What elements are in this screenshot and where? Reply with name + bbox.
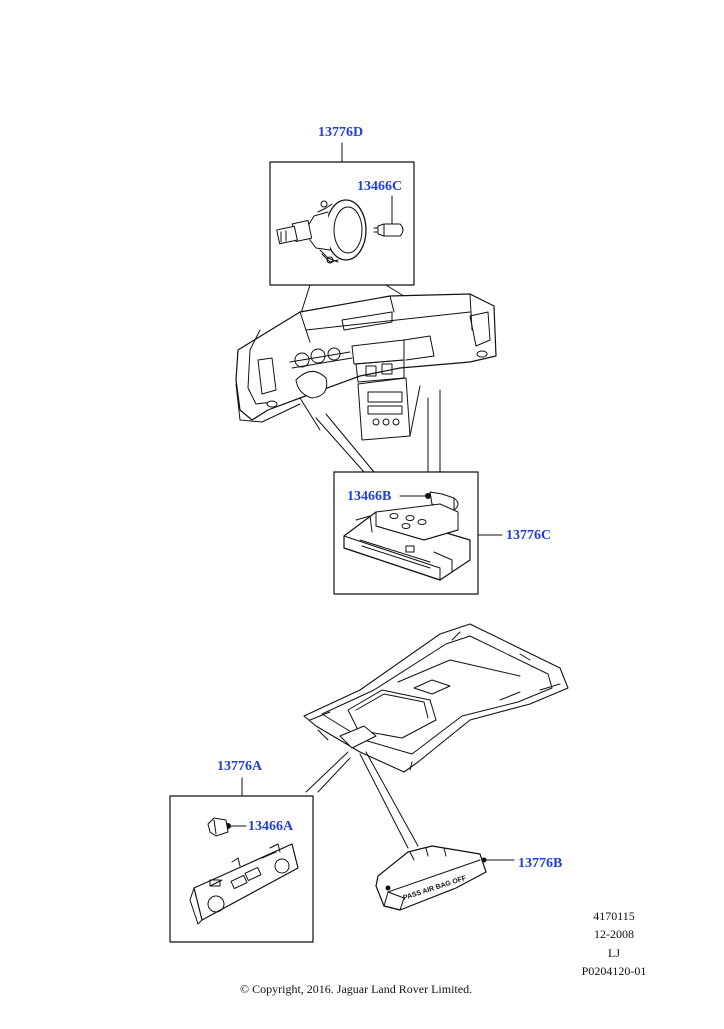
callout-13466A[interactable]: 13466A bbox=[248, 819, 294, 834]
callout-13776A[interactable]: 13776A bbox=[217, 759, 263, 774]
headliner bbox=[303, 623, 569, 773]
glovebox-lamp bbox=[343, 503, 471, 581]
frame-13776A bbox=[169, 795, 314, 943]
bulb-13466C bbox=[373, 195, 404, 237]
drawing-date: 12-2008 bbox=[594, 927, 634, 941]
drawing-initials: LJ bbox=[608, 946, 620, 960]
drawing-part-ref: P0204120-01 bbox=[581, 964, 647, 978]
callout-13776C[interactable]: 13776C bbox=[506, 528, 552, 543]
footwell-lamp bbox=[276, 199, 367, 264]
frame-13776C bbox=[333, 471, 479, 595]
detail-box-13776C bbox=[333, 471, 503, 595]
callout-13776B[interactable]: 13776B bbox=[518, 856, 563, 871]
airbag-indicator-13776B: PASS AIR BAG OFF bbox=[375, 845, 515, 911]
switch-location bbox=[339, 725, 377, 749]
map-lamp bbox=[189, 843, 299, 925]
detail-box-13776A bbox=[169, 777, 314, 943]
bulb-13466A bbox=[207, 817, 229, 837]
frame-13776D bbox=[269, 161, 415, 286]
callout-13776D[interactable]: 13776D bbox=[318, 125, 364, 140]
copyright-notice: © Copyright, 2016. Jaguar Land Rover Lim… bbox=[240, 982, 473, 996]
callout-13466B[interactable]: 13466B bbox=[347, 489, 392, 504]
dashboard bbox=[235, 293, 497, 441]
callout-13466C[interactable]: 13466C bbox=[357, 179, 403, 194]
drawing-number: 4170115 bbox=[593, 909, 635, 923]
